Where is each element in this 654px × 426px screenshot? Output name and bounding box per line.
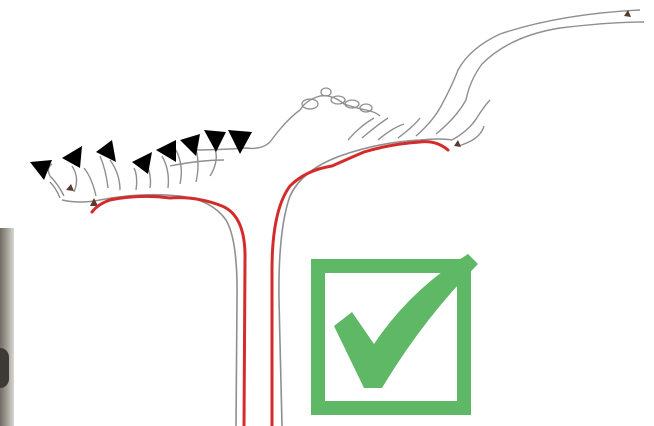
- trunk: [62, 139, 452, 426]
- arrow-icon: [62, 146, 82, 168]
- arrow-icon: [96, 140, 116, 162]
- arrow-icon: [228, 130, 252, 154]
- check-mark-icon: [318, 254, 478, 408]
- right-cordon-canes: [300, 10, 644, 146]
- arrow-markers: [30, 130, 252, 180]
- arrow-icon: [156, 140, 176, 162]
- pruning-path: [92, 142, 448, 426]
